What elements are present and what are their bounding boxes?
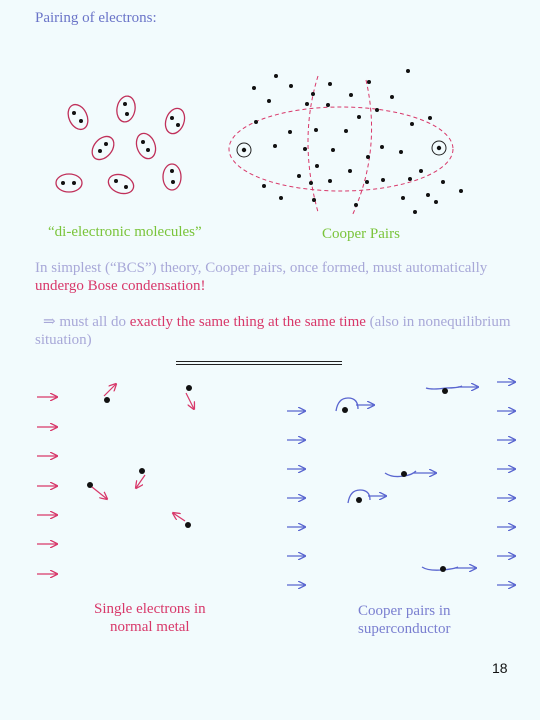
superconductor-flow-arrows xyxy=(287,382,515,585)
conduction-electrons xyxy=(241,69,463,214)
label-cooper-pairs-line1: Cooper pairs in xyxy=(358,603,451,619)
bcs-text: In simplest (“BCS”) theory, Cooper pairs… xyxy=(35,260,488,276)
label-di-electronic-molecules: “di-electronic molecules” xyxy=(48,224,202,240)
situation-text: situation) xyxy=(35,332,92,348)
cooper-pair-region xyxy=(228,75,454,217)
label-cooper-pairs: Cooper Pairs xyxy=(322,226,400,242)
cooper-pair-electrons xyxy=(342,388,448,572)
page-number: 18 xyxy=(492,660,508,676)
same-thing-paragraph: ⇒ must all do exactly the same thing at … xyxy=(35,313,511,349)
label-single-electrons-line1: Single electrons in xyxy=(94,601,206,617)
coherent-cooper-pairs xyxy=(335,386,478,570)
scattered-electrons xyxy=(87,384,194,528)
bose-condensation-text: undergo Bose condensation! xyxy=(35,278,206,294)
section-divider xyxy=(176,361,342,365)
label-single-electrons-line2: normal metal xyxy=(110,619,190,635)
label-cooper-pairs-line2: superconductor xyxy=(358,621,451,637)
label-single-electrons: Single electrons in normal metal xyxy=(94,600,206,636)
bcs-paragraph: In simplest (“BCS”) theory, Cooper pairs… xyxy=(35,259,487,295)
page-title: Pairing of electrons: xyxy=(35,10,157,26)
molecule-electrons xyxy=(61,102,180,189)
must-all-text: must all do xyxy=(55,314,130,330)
same-thing-text: exactly the same thing at the same time xyxy=(129,314,366,330)
label-cooper-pairs-superconductor: Cooper pairs in superconductor xyxy=(358,602,450,638)
normal-metal-flow-arrows xyxy=(37,397,57,574)
implies-arrow: ⇒ xyxy=(43,314,56,330)
di-electronic-molecules xyxy=(55,95,186,195)
nonequilibrium-text: (also in nonequilibrium xyxy=(365,314,511,330)
